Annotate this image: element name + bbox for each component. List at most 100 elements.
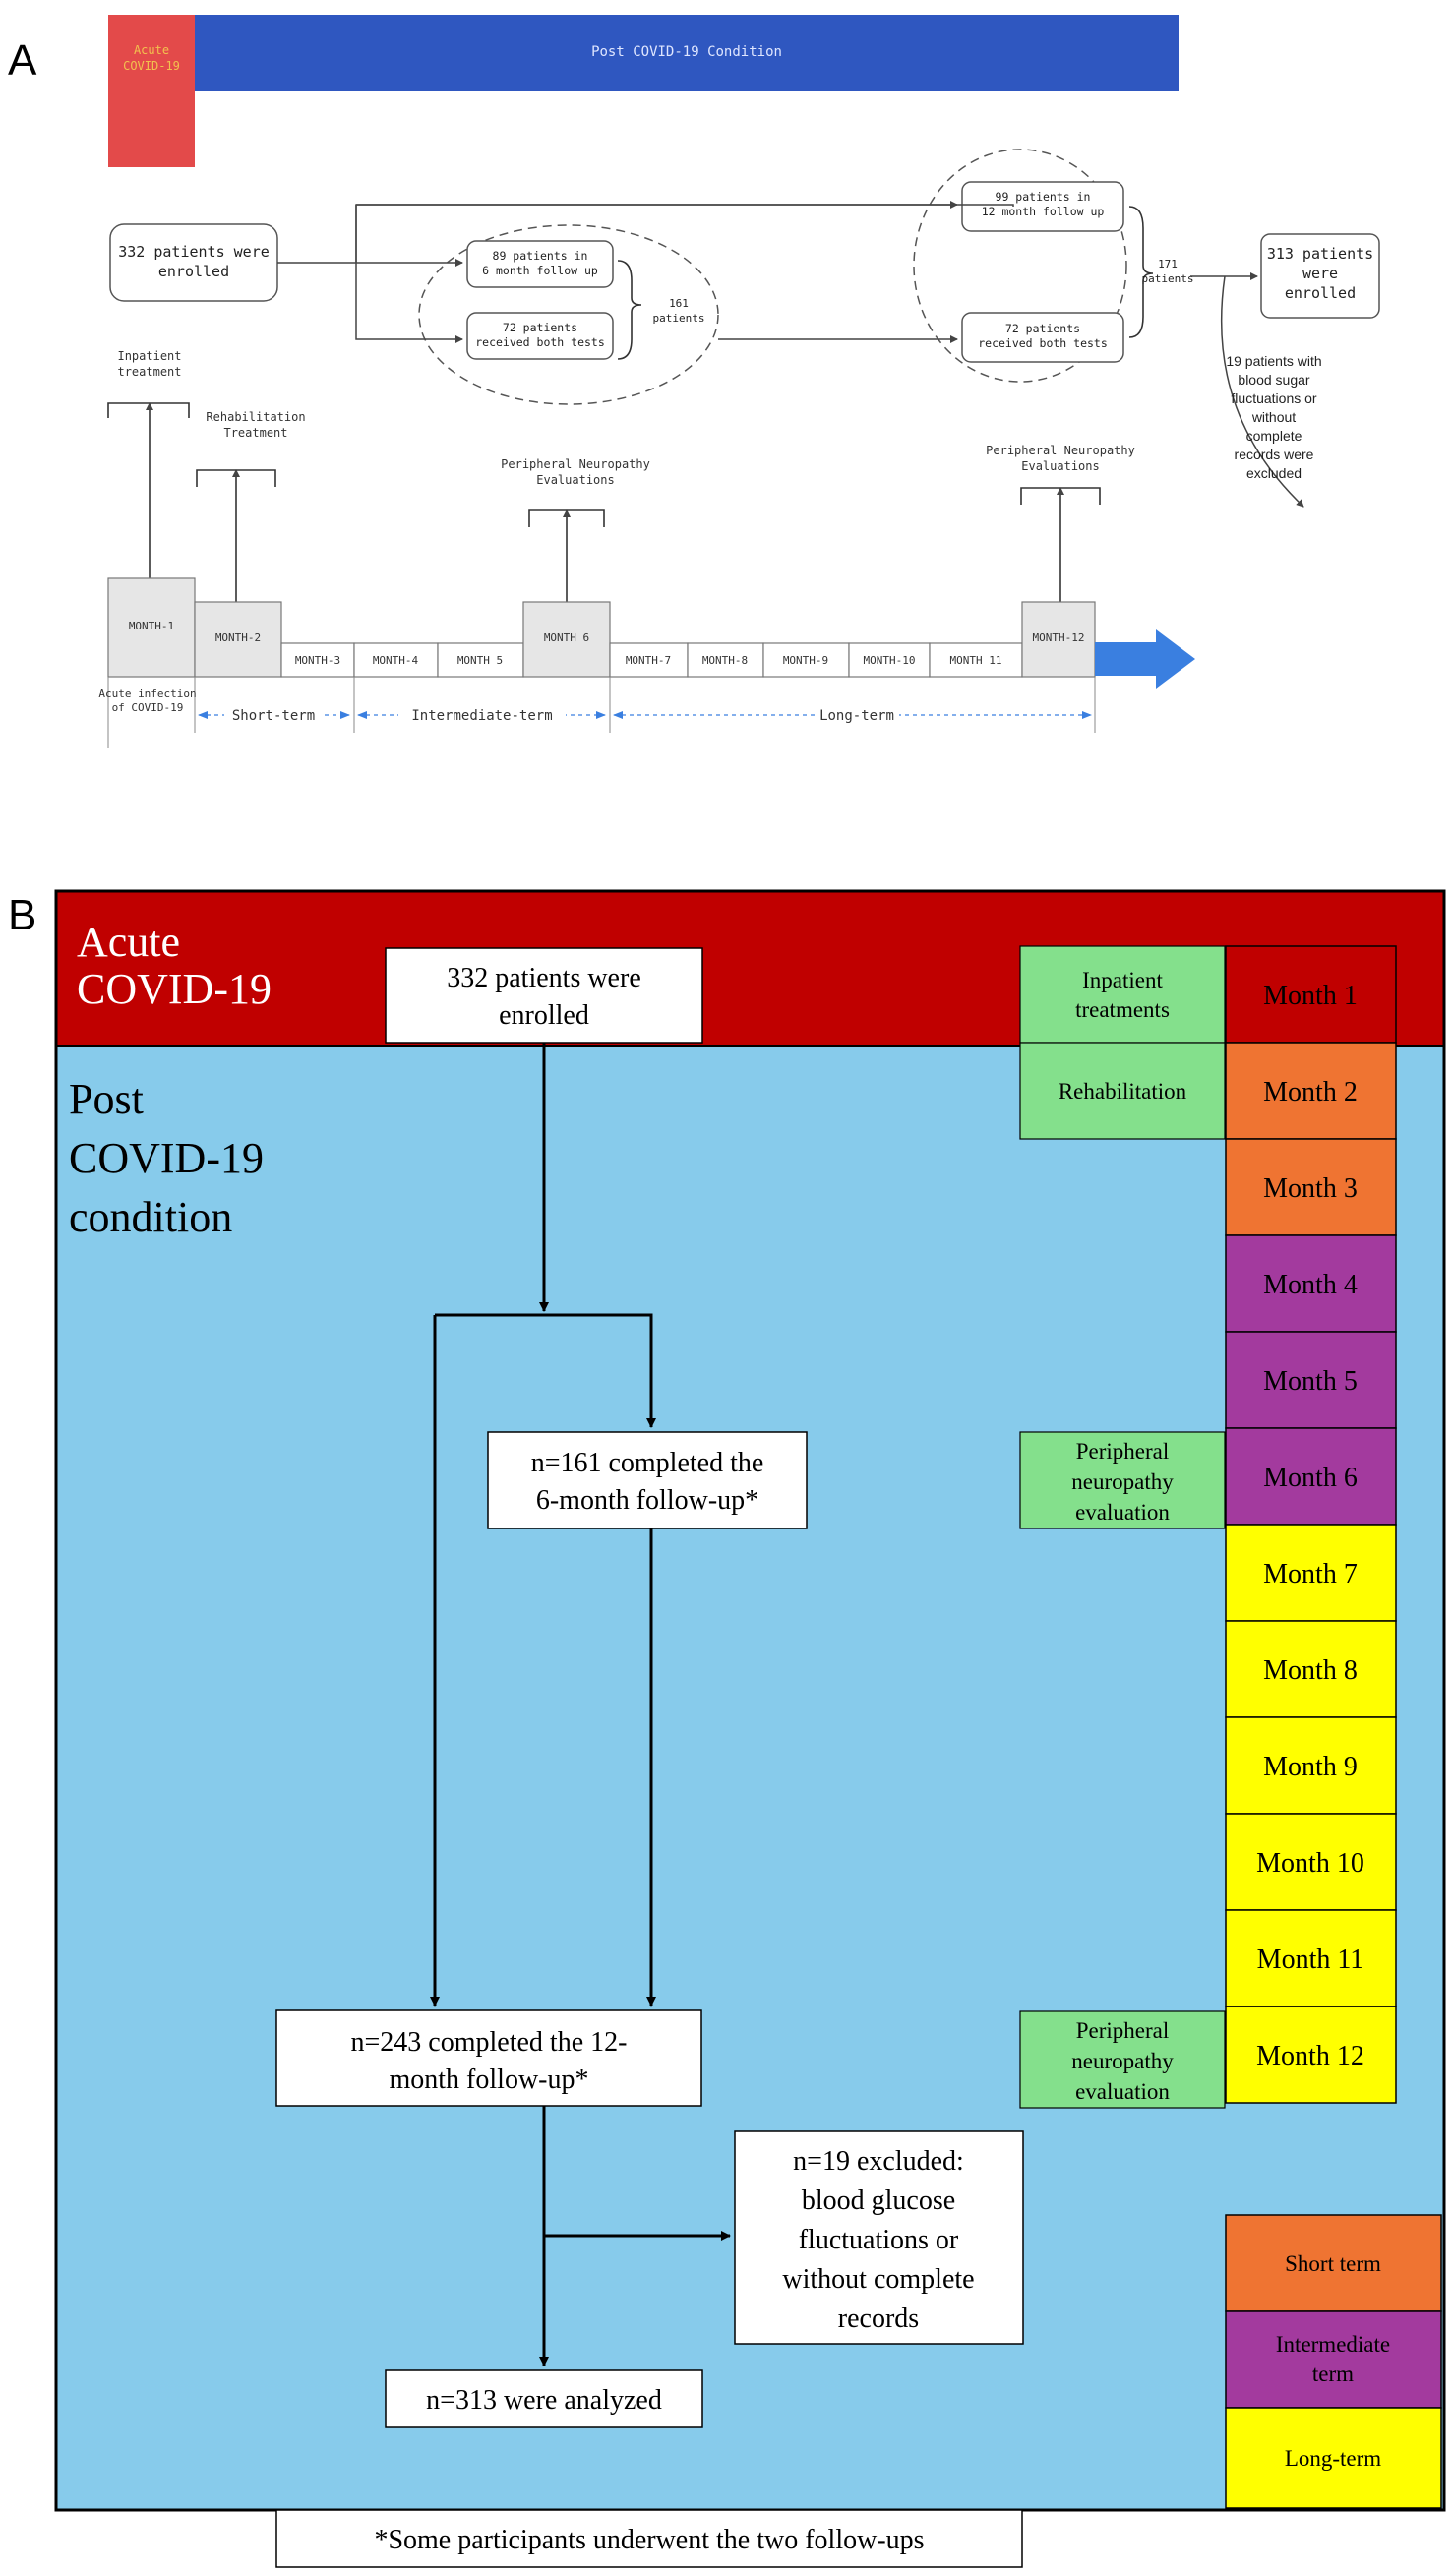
twelve-month-group: [913, 149, 1127, 383]
activity-rehab-text: Rehabilitation: [1059, 1079, 1187, 1104]
panel-b-label: B: [8, 891, 36, 939]
month-b-label-10: Month 10: [1256, 1848, 1364, 1879]
month-a-label-2: MONTH-2: [215, 631, 261, 644]
post-covid-bar: [195, 15, 1179, 91]
month-b-label-9: Month 9: [1263, 1752, 1358, 1782]
term-intermediate-label: Intermediate-term: [411, 708, 552, 724]
analyzed-text-b: n=313 were analyzed: [426, 2385, 662, 2416]
analyzed-box-b: [385, 2369, 703, 2428]
month-column-b: [1225, 945, 1397, 2104]
flow-lines-b: [430, 1043, 731, 2366]
legend-short-text: Short term: [1285, 2251, 1381, 2276]
month-b-7: [1225, 1524, 1397, 1622]
month-a-7: [609, 642, 689, 678]
month-b-10: [1225, 1813, 1397, 1911]
enrolled-box-b: [385, 947, 703, 1044]
month-a-label-8: MONTH-8: [702, 654, 748, 667]
month-b-label-1: Month 1: [1263, 981, 1358, 1011]
legend-long: [1225, 2407, 1442, 2509]
month-a-5: [437, 642, 524, 678]
six-month-group: [418, 224, 719, 405]
month-a-label-11: MONTH 11: [950, 654, 1002, 667]
term-bg-short: [224, 705, 323, 723]
activity-pn12: [1019, 2010, 1226, 2109]
month-a-label-10: MONTH-10: [864, 654, 916, 667]
six-month-both-box: [466, 312, 614, 360]
month-a-label-1: MONTH-1: [129, 620, 174, 632]
month-b-11: [1225, 1909, 1397, 2007]
month-b-label-11: Month 11: [1257, 1945, 1364, 1975]
month-a-label-12: MONTH-12: [1033, 631, 1085, 644]
timeline-a: [107, 577, 1195, 689]
month-b-1: [1225, 945, 1397, 1044]
legend-long-text: Long-term: [1285, 2446, 1381, 2471]
month-a-2: [194, 601, 282, 678]
term-long-label: Long-term: [819, 708, 894, 724]
month-b-label-5: Month 5: [1263, 1366, 1358, 1397]
six-month-brace: [617, 260, 642, 360]
acute-covid-block: [108, 15, 195, 167]
month-b-label-12: Month 12: [1256, 2041, 1364, 2071]
term-short-label: Short-term: [232, 708, 315, 724]
footnote-text: *Some participants underwent the two fol…: [374, 2525, 924, 2555]
term-bg-long: [815, 705, 899, 723]
activity-inpatient: [1019, 945, 1226, 1044]
footnote-box: [275, 2509, 1023, 2568]
six-month-followup-box: [466, 240, 614, 288]
month-a-3: [280, 642, 355, 678]
month-a-4: [353, 642, 439, 678]
month-a-label-4: MONTH-4: [373, 654, 419, 667]
twelve-month-both-box: [961, 312, 1124, 363]
month-b-9: [1225, 1716, 1397, 1815]
month-b-label-8: Month 8: [1263, 1655, 1358, 1686]
month-a-11: [929, 642, 1023, 678]
term-ticks: [107, 677, 1096, 748]
month-a-label-5: MONTH 5: [457, 654, 503, 667]
month-b-4: [1225, 1234, 1397, 1333]
month-b-6: [1225, 1427, 1397, 1526]
term-bg-intermediate: [398, 705, 566, 723]
excluded-box-b: [734, 2130, 1024, 2345]
month-a-label-9: MONTH-9: [783, 654, 828, 667]
final-enrolled-box: [1260, 233, 1380, 319]
month-b-8: [1225, 1620, 1397, 1718]
month-a-9: [762, 642, 850, 678]
month-a-1: [107, 577, 196, 678]
month-b-3: [1225, 1138, 1397, 1236]
month-b-2: [1225, 1042, 1397, 1140]
month-a-12: [1021, 601, 1096, 678]
post-covid-label: Post COVID-19 Condition: [591, 44, 782, 60]
month-b-label-7: Month 7: [1263, 1559, 1358, 1589]
twelve-month-box-b: [275, 2009, 702, 2107]
timeline-arrow: [1095, 629, 1195, 689]
month-a-label-6: MONTH 6: [544, 631, 589, 644]
month-b-label-3: Month 3: [1263, 1173, 1358, 1204]
twelve-month-followup-box: [961, 181, 1124, 232]
twelve-month-text-b: n=243 completed the 12-month follow-up*: [351, 2027, 628, 2095]
month-b-label-4: Month 4: [1263, 1270, 1358, 1300]
month-a-6: [522, 601, 611, 678]
